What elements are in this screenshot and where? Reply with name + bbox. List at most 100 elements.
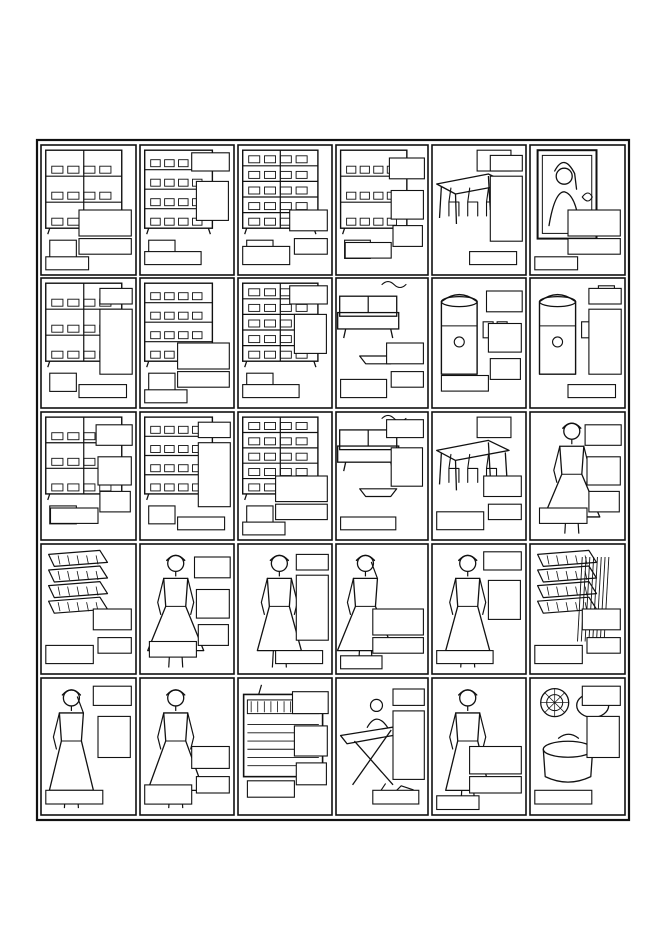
blank-label-box [92, 685, 132, 706]
catalog-panel [40, 543, 137, 675]
blank-label-box [586, 715, 620, 759]
blank-label-box [197, 624, 229, 646]
catalog-panel [529, 677, 626, 816]
blank-label-box [392, 688, 425, 706]
blank-label-box [534, 256, 579, 271]
blank-label-box [436, 795, 480, 811]
blank-label-box [340, 655, 383, 670]
catalog-panel [335, 277, 429, 409]
blank-label-box [97, 456, 132, 486]
blank-label-box [487, 322, 522, 353]
catalog-panel [237, 411, 333, 541]
blank-label-box [388, 157, 425, 180]
woman-waving-icon [48, 689, 95, 809]
blank-label-box [567, 209, 621, 237]
blank-label-box [487, 579, 521, 620]
catalog-panel [335, 144, 429, 276]
blank-label-box [581, 685, 621, 706]
blank-label-box [340, 378, 388, 399]
blank-label-box [440, 374, 489, 392]
catalog-panel [139, 144, 235, 276]
blank-label-box [489, 175, 523, 242]
blank-label-box [436, 650, 494, 665]
blank-label-box [392, 225, 423, 247]
catalog-panel [431, 411, 527, 541]
catalog-panel [40, 277, 137, 409]
blank-label-box [386, 342, 424, 365]
catalog-panel [529, 411, 626, 541]
blank-label-box [581, 608, 621, 631]
blank-label-box [45, 644, 94, 665]
blank-label-box [436, 511, 485, 531]
blank-label-box [487, 503, 522, 521]
blank-label-box [340, 516, 397, 531]
catalog-panel [335, 677, 429, 816]
blank-label-box [246, 780, 295, 798]
blank-label-box [567, 238, 621, 255]
blank-label-box [78, 384, 128, 399]
blank-label-box [144, 251, 202, 266]
blank-label-box [489, 154, 523, 172]
writing-desk-cabinet-icon [241, 149, 319, 259]
blank-label-box [78, 238, 132, 255]
blank-label-box [567, 384, 617, 399]
blank-label-box [242, 245, 291, 266]
blank-label-box [293, 725, 328, 757]
blank-label-box [390, 189, 424, 220]
catalog-panel [431, 543, 527, 675]
blank-label-box [177, 342, 230, 370]
blank-label-box [275, 650, 324, 665]
blank-label-box [97, 715, 131, 759]
woman-on-telephone-icon [147, 554, 205, 668]
blank-label-box [372, 608, 424, 636]
blank-label-box [289, 285, 328, 305]
blank-label-box [191, 745, 230, 769]
catalog-panel [40, 677, 137, 816]
blank-label-box [78, 209, 132, 237]
blank-label-box [584, 424, 622, 446]
blank-label-box [483, 551, 522, 571]
catalog-panel [139, 543, 235, 675]
blank-label-box [144, 389, 188, 404]
blank-label-box [195, 776, 230, 794]
blank-label-box [295, 762, 327, 786]
sofa-bed-icon [337, 414, 407, 498]
blank-label-box [344, 241, 392, 259]
blank-label-box [489, 358, 521, 380]
blank-label-box [390, 447, 424, 487]
blank-label-box [191, 152, 230, 172]
catalog-panel [237, 144, 333, 276]
blank-label-box [386, 419, 424, 439]
catalog-panel [139, 411, 235, 541]
blank-label-box [195, 180, 229, 221]
catalog-panel [335, 543, 429, 675]
grid-frame [35, 138, 631, 822]
blank-label-box [177, 516, 226, 531]
catalog-panel [529, 543, 626, 675]
blank-label-box [99, 490, 131, 513]
blank-label-box [148, 640, 197, 658]
blank-label-box [92, 608, 132, 631]
catalog-panel [40, 144, 137, 276]
blank-label-box [586, 456, 621, 486]
sofa-icon [337, 280, 407, 365]
panel-grid [40, 144, 626, 816]
blank-label-box [588, 308, 622, 375]
textile-rack-icon [537, 549, 610, 642]
blank-label-box [469, 745, 522, 775]
catalog-panel [139, 677, 235, 816]
catalog-panel [529, 144, 626, 276]
blank-label-box [45, 789, 104, 805]
blank-label-box [538, 507, 588, 524]
blank-label-box [295, 574, 329, 641]
catalog-panel [40, 411, 137, 541]
blank-label-box [293, 238, 328, 255]
blank-label-box [291, 691, 329, 715]
blank-label-box [197, 442, 231, 508]
catalog-panel [431, 144, 527, 276]
blank-label-box [197, 421, 231, 439]
blank-label-box [95, 424, 133, 446]
catalog-panel [529, 277, 626, 409]
blank-label-box [275, 475, 328, 503]
